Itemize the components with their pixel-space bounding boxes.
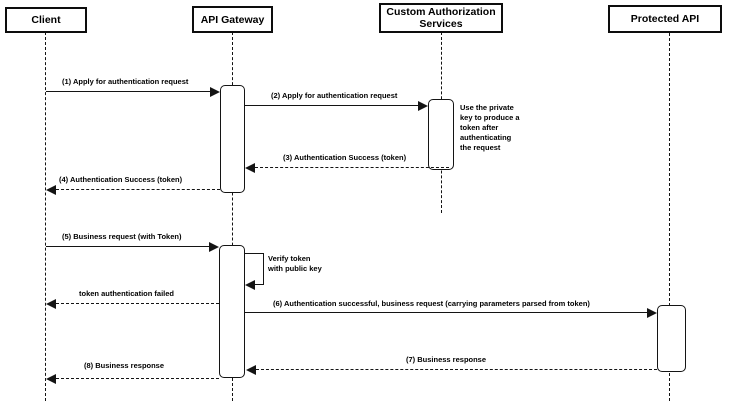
participant-client-label: Client	[31, 14, 61, 26]
message-1-label: (1) Apply for authentication request	[62, 77, 189, 86]
message-6-label: (6) Authentication successful, business …	[273, 299, 590, 308]
participant-custom-authorization-services: Custom Authorization Services	[379, 3, 503, 33]
message-5-label: (5) Business request (with Token)	[62, 232, 182, 241]
message-5-line	[46, 246, 210, 247]
message-5-arrowhead-icon	[209, 242, 219, 252]
message-7-line	[256, 369, 657, 370]
self-message-right-line	[262, 253, 264, 285]
participant-api-gateway: API Gateway	[192, 6, 273, 33]
message-4-line	[56, 189, 220, 190]
message-3-label: (3) Authentication Success (token)	[283, 153, 407, 162]
lifeline-client	[44, 32, 46, 401]
self-message-bottom-line	[255, 284, 264, 285]
lifeline-api-gateway	[231, 32, 233, 401]
note-private-key: Use the private key to produce a token a…	[460, 103, 520, 152]
participant-protected-api-label: Protected API	[630, 13, 700, 25]
self-message-arrowhead-icon	[245, 280, 255, 290]
message-2-arrowhead-icon	[418, 101, 428, 111]
message-1-arrowhead-icon	[210, 87, 220, 97]
participant-protected-api: Protected API	[608, 5, 722, 33]
participant-custom-authorization-services-label: Custom Authorization Services	[386, 6, 496, 30]
activation-custom-authorization	[428, 99, 454, 170]
message-6-line	[245, 312, 648, 313]
message-1-line	[46, 91, 211, 92]
lifeline-protected-api	[668, 33, 670, 401]
message-7-arrowhead-icon	[246, 365, 256, 375]
message-2-label: (2) Apply for authentication request	[271, 91, 398, 100]
message-2-line	[245, 105, 419, 106]
message-8-arrowhead-icon	[46, 374, 56, 384]
message-6-arrowhead-icon	[647, 308, 657, 318]
message-4-label: (4) Authentication Success (token)	[59, 175, 183, 184]
activation-api-gateway-1	[220, 85, 245, 193]
message-fail-label: token authentication failed	[79, 289, 175, 298]
message-4-arrowhead-icon	[46, 185, 56, 195]
message-8-label: (8) Business response	[84, 361, 165, 370]
self-message-label: Verify token with public key	[268, 254, 322, 273]
participant-api-gateway-label: API Gateway	[200, 13, 265, 26]
activation-protected-api	[657, 305, 686, 372]
message-fail-arrowhead-icon	[46, 299, 56, 309]
activation-api-gateway-2	[219, 245, 245, 378]
message-3-arrowhead-icon	[245, 163, 255, 173]
message-fail-line	[56, 303, 219, 304]
message-8-line	[56, 378, 219, 379]
self-message-top-line	[245, 253, 264, 254]
message-3-line	[255, 167, 449, 168]
message-7-label: (7) Business response	[406, 355, 487, 364]
participant-client: Client	[5, 7, 87, 33]
